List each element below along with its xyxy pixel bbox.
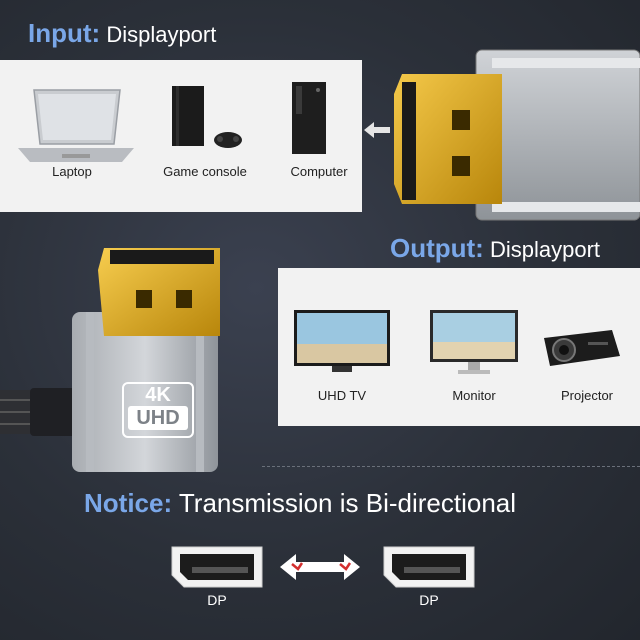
port-label-left: DP — [207, 592, 227, 608]
tv-icon — [294, 310, 390, 372]
output-value: Displayport — [489, 237, 601, 262]
monitor-icon — [430, 310, 518, 374]
computer-tower-icon — [292, 82, 326, 154]
port-label-right: DP — [419, 592, 439, 608]
badge-4k-uhd: 4K UHD — [122, 382, 194, 438]
dp-connector-top — [394, 49, 640, 221]
notice-value: Transmission is Bi-directional — [178, 488, 517, 518]
output-key: Output: — [390, 233, 484, 263]
badge-line-uhd: UHD — [128, 406, 188, 430]
game-console-icon — [172, 86, 242, 148]
output-devices-panel: UHD TV Monitor Projector — [278, 268, 640, 426]
device-label-laptop: Laptop — [52, 164, 92, 179]
notice-key: Notice: — [84, 488, 173, 518]
device-label-monitor: Monitor — [452, 388, 496, 403]
laptop-icon — [18, 89, 134, 162]
input-devices-panel: Laptop Game console Computer — [0, 60, 362, 212]
input-key: Input: — [28, 18, 101, 48]
dp-connector-left — [0, 248, 220, 472]
device-label-uhd-tv: UHD TV — [317, 388, 367, 403]
notice-heading: Notice: Transmission is Bi-directional — [84, 488, 516, 519]
dp-port-icon-right — [383, 546, 475, 588]
input-value: Displayport — [106, 22, 217, 47]
device-label-game-console: Game console — [163, 164, 247, 179]
output-heading: Output: Displayport — [390, 233, 600, 264]
arrow-left-icon — [364, 122, 390, 138]
device-label-projector: Projector — [560, 388, 614, 403]
bidirectional-arrow-icon — [280, 554, 360, 580]
badge-line-4k: 4K — [145, 384, 171, 406]
projector-icon — [544, 330, 620, 366]
device-label-computer: Computer — [290, 164, 348, 179]
input-heading: Input: Displayport — [28, 18, 216, 49]
dp-port-icon-left — [171, 546, 263, 588]
divider-line — [262, 466, 640, 467]
